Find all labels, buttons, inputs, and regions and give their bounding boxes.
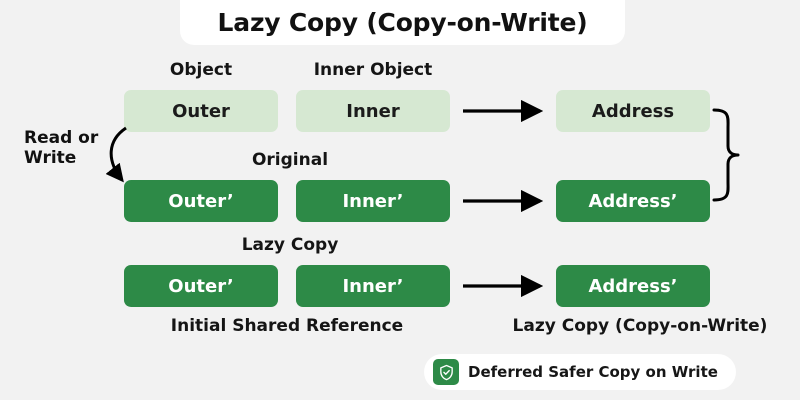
caption-initial-shared-reference: Initial Shared Reference — [170, 316, 404, 336]
node-outer-lazy[interactable]: Outer’ — [124, 265, 278, 307]
row-label-lazy-copy: Lazy Copy — [241, 235, 339, 255]
caption-lazy-copy: Lazy Copy (Copy-on-Write) — [512, 316, 768, 336]
node-address-original[interactable]: Address — [556, 90, 710, 132]
node-address-copy[interactable]: Address’ — [556, 180, 710, 222]
read-or-write-line-1: Read or — [24, 128, 99, 148]
column-label-object: Object — [169, 60, 233, 80]
node-outer-original[interactable]: Outer — [124, 90, 278, 132]
status-badge[interactable]: Deferred Safer Copy on Write — [424, 354, 736, 390]
shield-check-icon — [433, 359, 459, 385]
row-label-original: Original — [251, 150, 329, 170]
node-inner-lazy[interactable]: Inner’ — [296, 265, 450, 307]
title-card: Lazy Copy (Copy-on-Write) — [180, 0, 625, 45]
node-inner-copy[interactable]: Inner’ — [296, 180, 450, 222]
read-or-write-line-2: Write — [24, 148, 77, 169]
node-inner-original[interactable]: Inner — [296, 90, 450, 132]
page-title: Lazy Copy (Copy-on-Write) — [217, 8, 588, 37]
read-or-write-label: Read or Write — [24, 128, 120, 168]
node-outer-copy[interactable]: Outer’ — [124, 180, 278, 222]
badge-label: Deferred Safer Copy on Write — [468, 363, 718, 381]
node-address-lazy[interactable]: Address’ — [556, 265, 710, 307]
column-label-inner-object: Inner Object — [313, 60, 433, 80]
grouping-brace — [712, 108, 740, 202]
